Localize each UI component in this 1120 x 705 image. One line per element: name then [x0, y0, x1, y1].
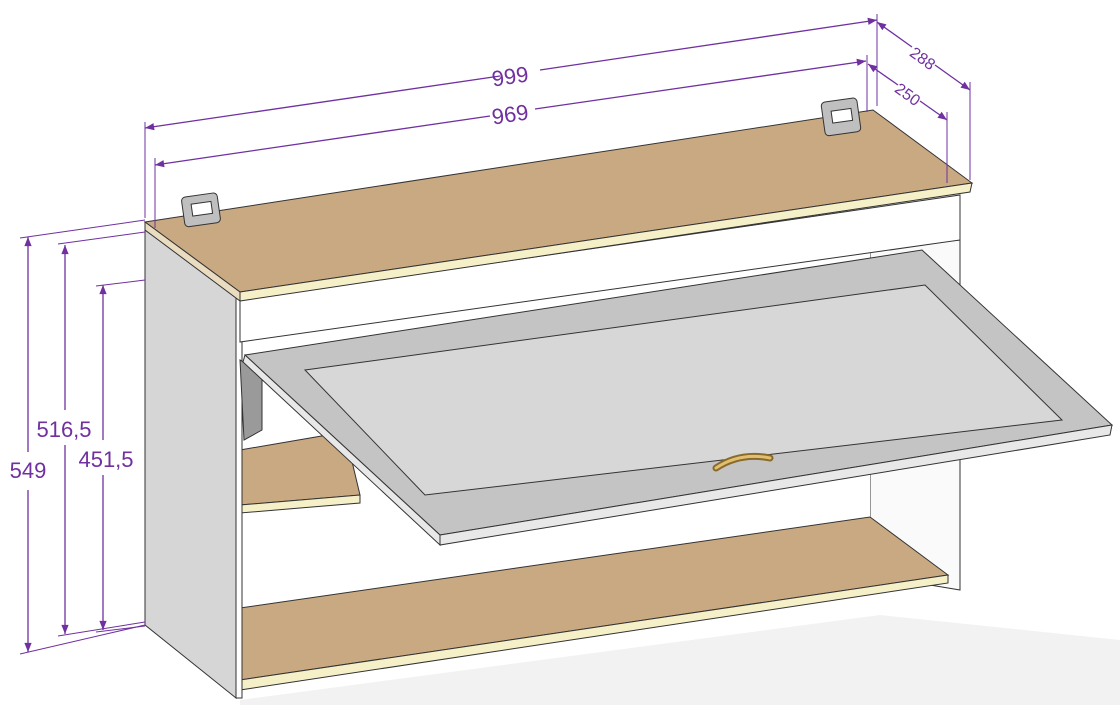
- floor-shadow: [240, 615, 1120, 705]
- front-rail: [239, 194, 961, 343]
- hinge-right-icon: [820, 97, 862, 137]
- left-side-panel: [144, 229, 241, 700]
- dim-overall-height: 549: [10, 458, 47, 483]
- dim-overall-width: 999: [490, 61, 530, 91]
- dim-side-height: 516,5: [36, 417, 91, 442]
- hinge-left-icon: [181, 192, 221, 228]
- door-handle-icon: [712, 452, 774, 472]
- dim-inner-depth: 250: [891, 80, 923, 110]
- left-panel-edge: [235, 297, 243, 699]
- dim-inner-height: 451,5: [78, 447, 133, 472]
- dim-inner-width: 969: [490, 99, 530, 129]
- top-board-side-edge: [144, 221, 241, 302]
- open-glass-door: [242, 249, 1114, 547]
- dim-overall-depth: 288: [906, 44, 938, 74]
